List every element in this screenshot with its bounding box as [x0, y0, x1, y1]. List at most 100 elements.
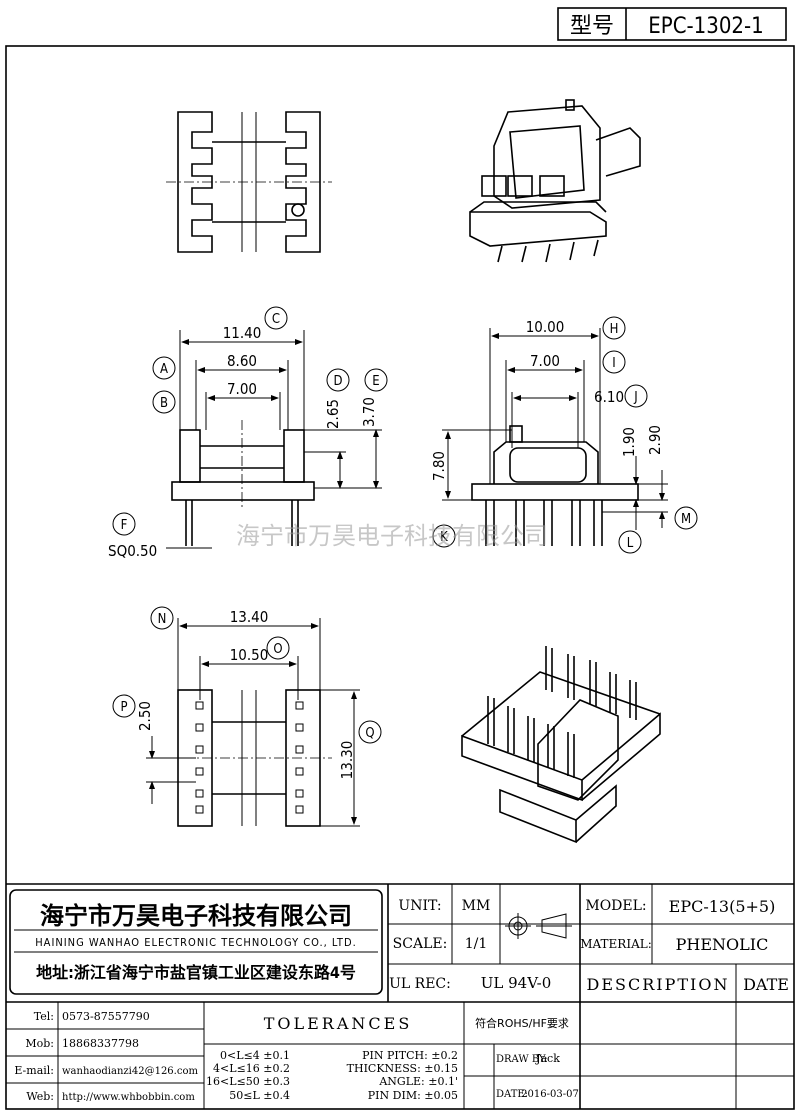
callout-e: E: [364, 368, 388, 392]
material-value: PHENOLIC: [676, 935, 769, 954]
unit-value: MM: [462, 898, 491, 914]
svg-text:P: P: [120, 700, 127, 715]
ulrec-value: UL 94V-0: [481, 974, 552, 992]
company-name-cn: 海宁市万昊电子科技有限公司: [40, 902, 352, 930]
web-label: Web:: [26, 1090, 54, 1103]
callout-h: H: [602, 316, 626, 340]
isometric-view-top: [469, 99, 641, 263]
svg-text:K: K: [440, 530, 448, 545]
callout-f: F: [112, 512, 136, 536]
pin-pads-right: [295, 701, 304, 814]
callout-c: C: [264, 306, 288, 330]
dim-10-50: 10.50: [230, 646, 269, 664]
callouts: A B C D E F H I J K L M N O P Q: [112, 306, 698, 744]
svg-text:I: I: [612, 356, 615, 371]
pin-pads-left: [195, 701, 204, 814]
email-label: E-mail:: [14, 1064, 54, 1077]
svg-text:O: O: [273, 642, 282, 657]
tel-value: 0573-87557790: [62, 1010, 150, 1023]
callout-b: B: [152, 390, 176, 414]
dim-6-10: 6.10: [594, 388, 624, 406]
callout-l: L: [618, 530, 642, 554]
dim-2-65: 2.65: [324, 399, 342, 429]
bottom-view: 13.40 10.50 2.50 13.30: [136, 608, 360, 827]
dim-13-30: 13.30: [338, 741, 356, 780]
ulrec-label: UL REC:: [389, 976, 451, 992]
dim-13-40: 13.40: [230, 608, 269, 626]
dim-8-60: 8.60: [227, 352, 257, 370]
dim-2-90: 2.90: [646, 425, 664, 455]
svg-text:B: B: [160, 396, 168, 411]
pin-line-2: THICKNESS: ±0.15: [347, 1062, 458, 1075]
tol-line-4: 50≤L ±0.4: [229, 1089, 290, 1102]
company-address: 地址:浙江省海宁市盐官镇工业区建设东路4号: [36, 963, 356, 982]
svg-text:J: J: [633, 390, 637, 405]
company-name-en: HAINING WANHAO ELECTRONIC TECHNOLOGY CO.…: [35, 936, 357, 949]
svg-text:A: A: [160, 362, 168, 377]
pin-line-4: PIN DIM: ±0.05: [368, 1089, 458, 1102]
dim-2-50: 2.50: [136, 701, 154, 731]
model-value: EPC-13(5+5): [669, 897, 776, 916]
pin-line-1: PIN PITCH: ±0.2: [362, 1049, 458, 1062]
mob-value: 18868337798: [62, 1037, 139, 1050]
part-number-box: 型号 EPC-1302-1: [557, 7, 787, 41]
part-number: EPC-1302-1: [648, 14, 764, 39]
tel-label: Tel:: [34, 1010, 54, 1023]
svg-text:C: C: [272, 312, 280, 327]
svg-text:L: L: [627, 536, 634, 551]
scale-label: SCALE:: [393, 936, 448, 952]
third-angle-projection-icon: [505, 913, 572, 939]
dim-7-00-left: 7.00: [227, 380, 257, 398]
dim-11-40: 11.40: [223, 324, 262, 342]
top-view: [166, 111, 332, 253]
callout-m: M: [674, 506, 698, 530]
svg-text:F: F: [121, 518, 128, 533]
front-view: 11.40 8.60 7.00 2.65 3.70 SQ0.50: [108, 324, 382, 560]
draw-by-value: Jack: [535, 1052, 560, 1065]
model-label: MODEL:: [585, 898, 646, 914]
watermark: 海宁市万昊电子科技有限公司: [236, 522, 548, 550]
callout-i: I: [602, 350, 626, 374]
date-label: DATE:: [496, 1089, 528, 1100]
callout-j: J: [624, 384, 648, 408]
dim-1-90: 1.90: [620, 427, 638, 457]
dim-sq-0-50: SQ0.50: [108, 542, 157, 560]
draw-by-label: DRAW BY:: [496, 1054, 548, 1065]
svg-text:H: H: [610, 322, 619, 337]
date-value: 2016-03-07: [521, 1089, 579, 1100]
tol-line-2: 4<L≤16 ±0.2: [213, 1062, 290, 1075]
mob-label: Mob:: [25, 1037, 54, 1050]
rohs-note: 符合ROHS/HF要求: [475, 1016, 569, 1030]
unit-label: UNIT:: [398, 898, 441, 914]
pin1-mark-icon: [291, 203, 305, 217]
tol-line-3: 16<L≤50 ±0.3: [206, 1075, 290, 1088]
svg-text:D: D: [333, 374, 342, 389]
isometric-view-bottom: [461, 646, 661, 844]
description-header: DESCRIPTION: [587, 975, 730, 994]
dim-3-70: 3.70: [360, 397, 378, 427]
tol-line-1: 0<L≤4 ±0.1: [220, 1049, 290, 1062]
callout-q: Q: [358, 720, 382, 744]
callout-o: O: [266, 636, 290, 660]
title-block: 海宁市万昊电子科技有限公司 HAINING WANHAO ELECTRONIC …: [6, 883, 794, 1109]
callout-p: P: [112, 694, 136, 718]
dim-10-00: 10.00: [526, 318, 565, 336]
svg-text:E: E: [372, 374, 379, 389]
svg-text:M: M: [681, 512, 691, 527]
dim-7-80: 7.80: [430, 451, 448, 481]
callout-d: D: [326, 368, 350, 392]
callout-a: A: [152, 356, 176, 380]
dim-7-00-right: 7.00: [530, 352, 560, 370]
side-view: 10.00 7.00 6.10 7.80 1.90 2.90: [430, 318, 668, 546]
svg-text:Q: Q: [365, 726, 374, 741]
scale-value: 1/1: [465, 936, 488, 952]
tolerances-header: TOLERANCES: [264, 1014, 413, 1033]
sheet-border: [5, 45, 795, 1110]
callout-k: K: [432, 524, 456, 548]
date-header: DATE: [743, 975, 789, 994]
web-value: http://www.whbobbin.com: [62, 1092, 195, 1103]
callout-n: N: [150, 606, 174, 630]
material-label: MATERIAL:: [580, 937, 652, 951]
